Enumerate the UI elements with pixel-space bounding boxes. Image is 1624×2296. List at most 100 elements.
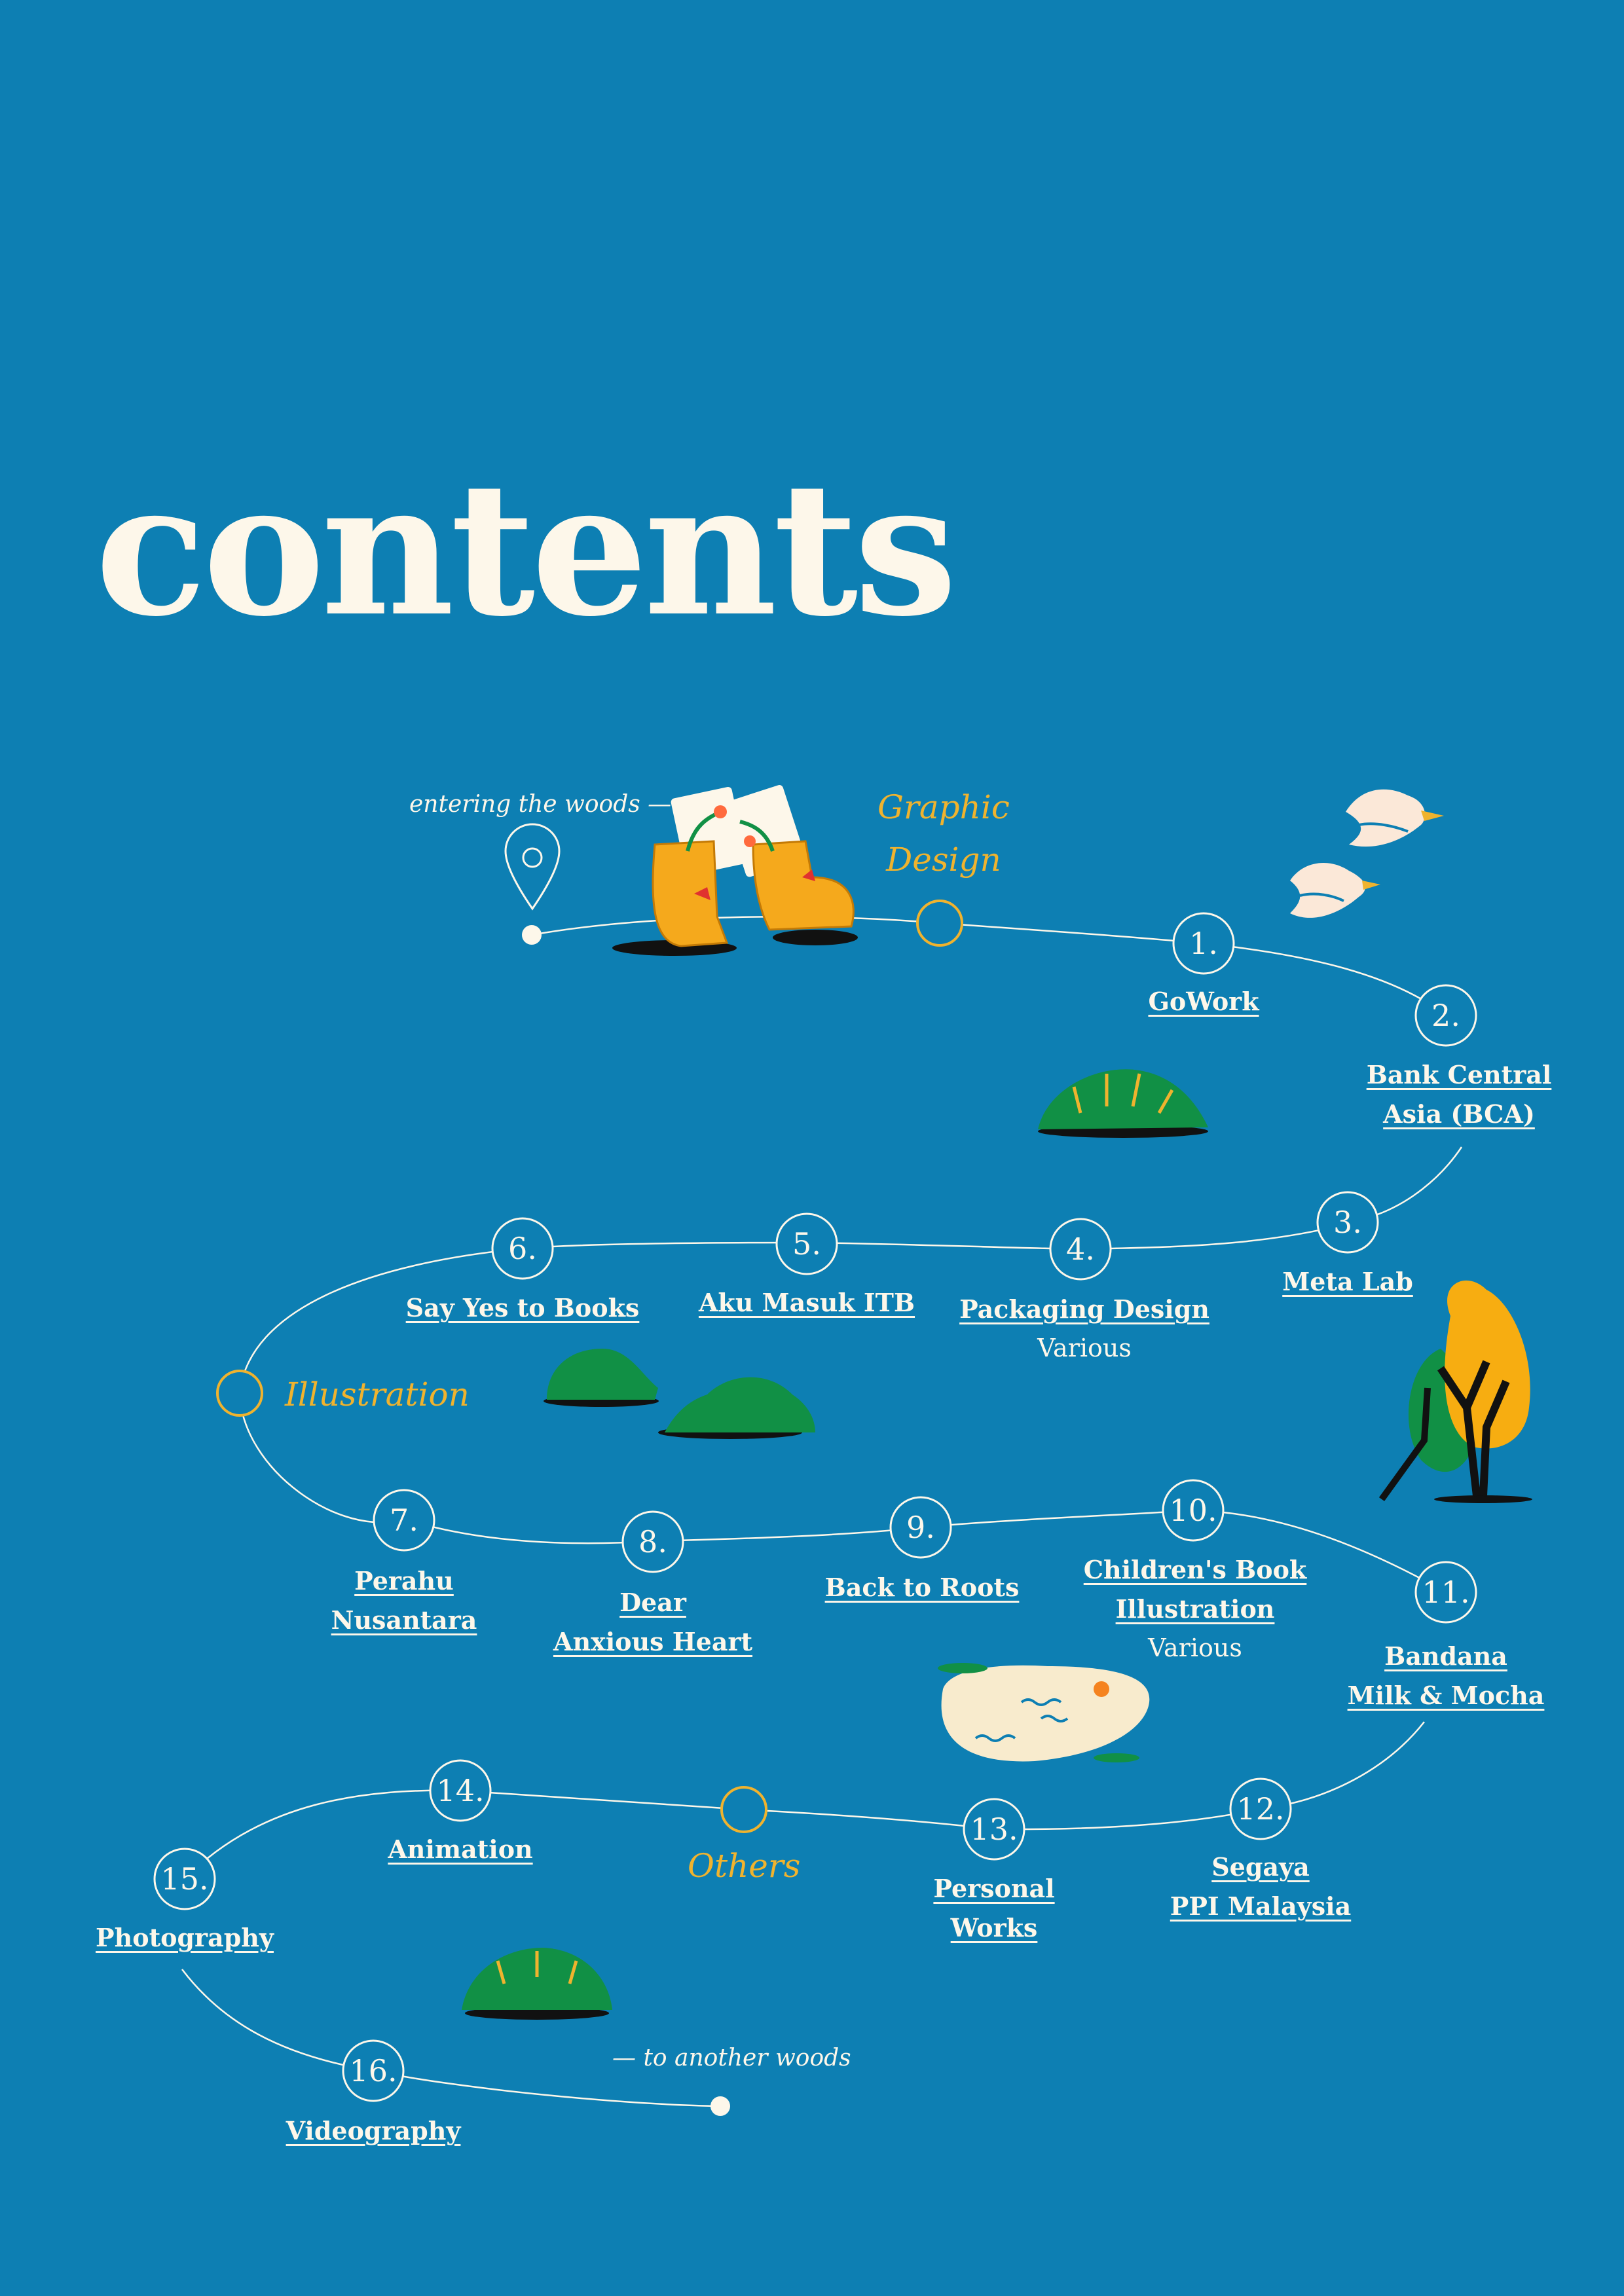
stop-number: 10. xyxy=(1169,1493,1217,1528)
stop-number: 3. xyxy=(1333,1205,1362,1240)
entry-15: Photography xyxy=(96,1918,274,1958)
tree-illustration xyxy=(1378,1280,1532,1503)
section-title-illustration: Illustration xyxy=(285,1376,470,1413)
route-stop-15: 15. xyxy=(153,1848,216,1910)
start-note: entering the woods — xyxy=(409,791,672,818)
entry-link[interactable]: Photography xyxy=(96,1923,274,1952)
stop-number: 4. xyxy=(1066,1231,1095,1267)
entry-link[interactable]: Animation xyxy=(388,1834,533,1864)
entry-3: Meta Lab xyxy=(1282,1262,1413,1302)
entry-link[interactable]: Meta Lab xyxy=(1282,1267,1413,1296)
entry-6: Say Yes to Books xyxy=(406,1288,640,1328)
route-stop-2: 2. xyxy=(1414,984,1477,1047)
stop-circle xyxy=(775,1212,838,1275)
stop-circle xyxy=(963,1798,1025,1861)
stop-number: 11. xyxy=(1422,1575,1469,1610)
route-stop-3: 3. xyxy=(1316,1191,1379,1254)
entry-link[interactable]: Nusantara xyxy=(331,1605,477,1635)
birds-illustration xyxy=(1290,789,1444,918)
route-stop-4: 4. xyxy=(1049,1218,1112,1281)
stop-circle xyxy=(1316,1191,1379,1254)
stop-circle xyxy=(342,2039,405,2102)
start-point xyxy=(522,925,542,945)
stop-circle xyxy=(1049,1218,1112,1281)
location-pin-icon xyxy=(504,823,561,911)
entry-link[interactable]: Back to Roots xyxy=(824,1573,1020,1602)
entry-link[interactable]: Packaging Design xyxy=(959,1294,1209,1324)
stop-number: 13. xyxy=(970,1812,1018,1847)
bush-illustration xyxy=(1038,1069,1208,1138)
stop-circle xyxy=(491,1217,554,1280)
entry-link[interactable]: Personal xyxy=(933,1874,1055,1903)
entry-link[interactable]: Bandana xyxy=(1384,1641,1507,1671)
stop-number: 8. xyxy=(638,1524,667,1559)
stop-number: 12. xyxy=(1236,1791,1284,1827)
entry-link[interactable]: Videography xyxy=(286,2116,461,2145)
route-stop-13: 13. xyxy=(963,1798,1025,1861)
stop-number: 9. xyxy=(906,1510,935,1545)
route-stop-6: 6. xyxy=(491,1217,554,1280)
page-title: contents xyxy=(95,442,957,657)
entry-link[interactable]: Dear xyxy=(619,1588,686,1617)
entry-link[interactable]: GoWork xyxy=(1148,987,1259,1016)
entry-link[interactable]: Say Yes to Books xyxy=(405,1293,640,1322)
section-title-others: Others xyxy=(688,1847,801,1885)
entry-1: GoWork xyxy=(1148,982,1259,1021)
stop-number: 5. xyxy=(792,1226,821,1262)
entry-link[interactable]: Bank Central xyxy=(1366,1060,1552,1089)
entry-link[interactable]: Works xyxy=(950,1913,1038,1942)
route-stop-7: 7. xyxy=(373,1489,435,1552)
route-stops: 1. 2. 3. 4. 5. 6. 7. 8. 9. 10. 11. 12. 13. 14. 15. 16. xyxy=(153,912,1477,2102)
stop-circle xyxy=(153,1848,216,1910)
entry-link[interactable]: Illustration xyxy=(1115,1594,1275,1624)
entry-link[interactable]: Segaya xyxy=(1211,1852,1310,1882)
route-stop-1: 1. xyxy=(1172,912,1235,975)
entry-14: Animation xyxy=(388,1830,532,1869)
entry-link[interactable]: Anxious Heart xyxy=(553,1627,753,1656)
route-stop-8: 8. xyxy=(621,1510,684,1573)
end-note: — to another woods xyxy=(612,2045,851,2071)
end-point xyxy=(710,2096,730,2116)
boots-illustration xyxy=(612,785,858,956)
route-stop-12: 12. xyxy=(1229,1777,1292,1840)
entry-5: Aku Masuk ITB xyxy=(699,1283,915,1322)
stop-circle xyxy=(1162,1479,1225,1542)
route-stop-5: 5. xyxy=(775,1212,838,1275)
route-stop-10: 10. xyxy=(1162,1479,1225,1542)
entry-link[interactable]: Perahu xyxy=(354,1566,454,1595)
entry-link[interactable]: Milk & Mocha xyxy=(1347,1681,1545,1710)
stop-circle xyxy=(1414,1561,1477,1624)
stop-number: 7. xyxy=(390,1503,418,1538)
entry-link[interactable]: PPI Malaysia xyxy=(1170,1891,1352,1921)
stop-number: 16. xyxy=(349,2053,397,2088)
stop-circle xyxy=(1172,912,1235,975)
route-stop-9: 9. xyxy=(889,1496,952,1559)
entry-subtitle: Various xyxy=(1037,1334,1132,1362)
entry-link[interactable]: Aku Masuk ITB xyxy=(698,1288,915,1317)
route-path xyxy=(181,916,1463,2107)
stop-circle xyxy=(373,1489,435,1552)
stop-circle xyxy=(1414,984,1477,1047)
stop-circle xyxy=(889,1496,952,1559)
entry-16: Videography xyxy=(286,2111,461,2151)
section-title-graphic-design: Graphic Design xyxy=(877,788,1010,879)
entry-link[interactable]: Asia (BCA) xyxy=(1383,1099,1535,1129)
stop-circle xyxy=(429,1759,492,1822)
bush-illustration xyxy=(544,1349,815,1439)
route-stop-11: 11. xyxy=(1414,1561,1477,1624)
stop-number: 2. xyxy=(1431,998,1460,1033)
entry-link[interactable]: Children's Book xyxy=(1083,1555,1307,1584)
stop-circle xyxy=(621,1510,684,1573)
stop-number: 14. xyxy=(436,1773,484,1808)
entry-9: Back to Roots xyxy=(825,1568,1020,1607)
stop-number: 6. xyxy=(508,1231,537,1266)
section-marker-graphic-design xyxy=(916,900,963,947)
